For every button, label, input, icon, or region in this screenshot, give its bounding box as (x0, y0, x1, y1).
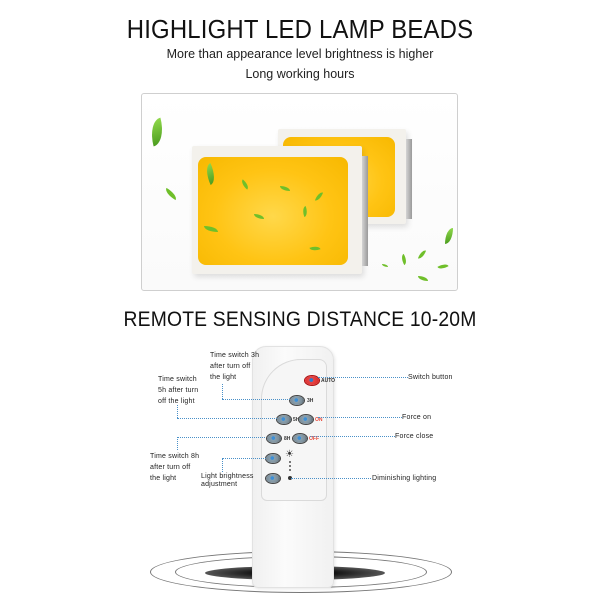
callout-time-3h: Time switch 3h after turn off the light (210, 352, 260, 381)
leaf-icon (382, 264, 388, 267)
line-switch (318, 377, 408, 378)
auto-button[interactable] (305, 376, 319, 385)
heading-remote-distance: REMOTE SENSING DISTANCE 10-20M (123, 308, 477, 331)
on-label: ON (315, 417, 323, 423)
line-force-close (310, 436, 395, 437)
line-3h-v (222, 384, 223, 399)
off-button[interactable] (293, 434, 307, 443)
led-chip-front (192, 146, 368, 274)
dim-dot-icon (288, 476, 292, 480)
leaf-icon (146, 117, 168, 147)
leaf-icon (437, 261, 449, 272)
leaf-icon (418, 276, 428, 281)
line-diminishing (291, 478, 371, 479)
line-8h-v (177, 437, 178, 450)
5h-button[interactable] (277, 415, 291, 424)
heading-lamp-beads: HIGHLIGHT LED LAMP BEADS (126, 14, 474, 44)
line-8h-h (177, 437, 265, 438)
callout-diminishing: Diminishing lighting (372, 475, 437, 482)
brightness-down-button[interactable] (266, 474, 280, 483)
line-force-on (318, 417, 402, 418)
leaf-icon (417, 248, 427, 261)
3h-button[interactable] (290, 396, 304, 405)
off-label: OFF (309, 436, 319, 442)
subtitle-brightness: More than appearance level brightness is… (166, 47, 434, 61)
leaf-icon (204, 226, 218, 232)
leaf-icon (280, 186, 290, 191)
8h-button[interactable] (267, 434, 281, 443)
remote-control: AUTO 3H 5H ON 8H OFF ☀ (252, 346, 336, 588)
subtitle-working-hours: Long working hours (245, 67, 355, 81)
callout-time-8h: Time switch 8h after turn off the light (150, 453, 200, 482)
callout-force-on: Force on (402, 414, 432, 421)
on-button[interactable] (299, 415, 313, 424)
callout-time-5h: Time switch 5h after turn off the light (158, 376, 199, 405)
line-5h-v (177, 405, 178, 418)
callout-brightness: Light brightness adjustment (201, 473, 254, 488)
3h-label: 3H (307, 398, 314, 404)
led-beads-image (141, 93, 458, 291)
line-bright-v (222, 458, 223, 472)
line-bright-h (222, 458, 266, 459)
callout-force-close: Force close (395, 433, 434, 440)
callout-switch-button: Switch button (408, 374, 453, 381)
leaf-icon (254, 214, 264, 219)
leaf-icon (445, 228, 453, 244)
brightness-scale-icon (289, 461, 292, 471)
sun-icon: ☀ (285, 449, 294, 460)
auto-label: AUTO (321, 378, 336, 384)
8h-label: 8H (284, 436, 291, 442)
leaf-icon (163, 187, 179, 201)
5h-label: 5H (293, 417, 300, 423)
line-3h-h (222, 399, 290, 400)
brightness-up-button[interactable] (266, 454, 280, 463)
leaf-icon (399, 253, 409, 266)
line-5h-h (177, 418, 277, 419)
